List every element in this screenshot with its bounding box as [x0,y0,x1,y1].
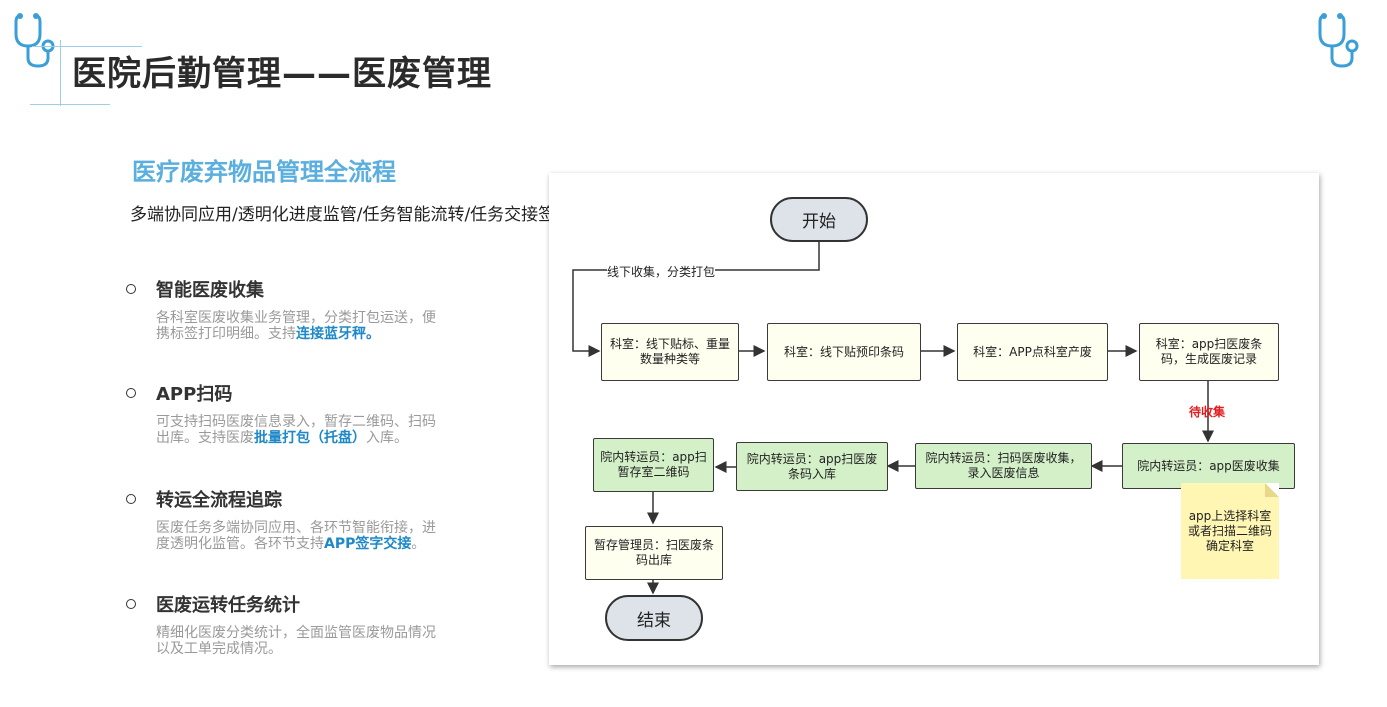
bullet-icon [126,494,136,504]
feature-highlight: 连接蓝牙秤。 [296,326,380,342]
flowchart-connectors [572,242,1214,595]
feature-desc-text: 各科室医废收集业务管理，分类打包运送，便携标签打印明细。支持 [156,310,436,342]
feature-title: APP扫码 [156,384,233,405]
flow-node: 院内转运员：app医废收集 [1122,443,1295,489]
section-title: 医疗废弃物品管理全流程 [132,158,396,186]
feature-desc: 各科室医废收集业务管理，分类打包运送，便携标签打印明细。支持连接蓝牙秤。 [156,310,441,342]
feature-highlight: APP签字交接 [324,536,412,552]
feature-desc-text: 入库。 [366,430,408,446]
page-title: 医院后勤管理——医废管理 [72,54,492,94]
flowchart-panel: 开始 线下收集，分类打包 科室：线下贴标、重量数量种类等 科室：线下贴预印条码 … [549,173,1319,665]
section-subtitle: 多端协同应用/透明化进度监管/任务智能流转/任务交接签字 [130,205,573,225]
flow-node: 科室：线下贴标、重量数量种类等 [601,323,739,381]
feature-desc-text: 医废任务多端协同应用、各环节智能衔接，进度透明化监管。各环节支持 [156,520,436,552]
flow-node: 科室：线下贴预印条码 [767,323,921,381]
edge-label: 线下收集，分类打包 [607,263,716,280]
flow-start: 开始 [770,197,868,242]
flow-node: 院内转运员：app扫医废条码入库 [736,442,888,491]
sticky-note: app上选择科室或者扫描二维码确定科室 [1181,483,1279,579]
stethoscope-icon [1318,13,1359,68]
feature-desc-text: 。 [411,536,426,552]
flow-node: 院内转运员：app扫暂存室二维码 [593,438,714,492]
bullet-icon [126,284,136,294]
flow-node: 科室：APP点科室产废 [957,323,1108,381]
feature-desc: 可支持扫码医废信息录入，暂存二维码、扫码出库。支持医废批量打包（托盘）入库。 [156,414,441,446]
feature-highlight: 批量打包（托盘） [254,430,366,446]
feature-desc-text: 可支持扫码医废信息录入，暂存二维码、扫码出库。支持医废 [156,414,436,446]
flow-end: 结束 [605,595,703,641]
flow-node: 院内转运员：扫码医废收集，录入医废信息 [915,443,1092,489]
header-rule [32,46,142,47]
header-rule [30,104,110,105]
feature-title: 医废运转任务统计 [156,595,300,616]
feature-desc: 精细化医废分类统计，全面监管医废物品情况以及工单完成情况。 [156,625,441,657]
feature-desc-text: 精细化医废分类统计，全面监管医废物品情况以及工单完成情况。 [156,625,436,657]
flow-node: 科室：app扫医废条码，生成医废记录 [1139,323,1279,381]
header-rule [60,40,61,106]
bullet-icon [126,388,136,398]
feature-title: 智能医废收集 [156,280,264,301]
feature-title: 转运全流程追踪 [156,490,282,511]
pending-label: 待收集 [1189,405,1226,419]
bullet-icon [126,599,136,609]
flow-node: 暂存管理员：扫医废条码出库 [585,526,723,580]
feature-desc: 医废任务多端协同应用、各环节智能衔接，进度透明化监管。各环节支持APP签字交接。 [156,520,441,552]
